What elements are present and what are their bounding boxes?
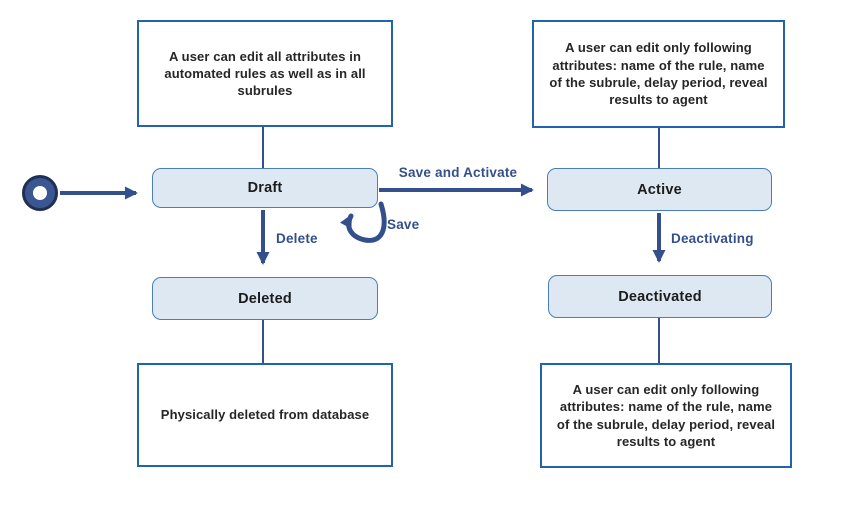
note-draft-edit-rights: A user can edit all attributes in automa… (137, 20, 393, 127)
note-deactivated-edit-rights: A user can edit only following attribute… (540, 363, 792, 468)
state-deleted: Deleted (152, 277, 378, 320)
transition-label-save-and-activate: Save and Activate (398, 165, 518, 180)
state-draft: Draft (152, 168, 378, 208)
note-deleted-description-text: Physically deleted from database (160, 407, 370, 423)
note-active-edit-rights-text: A user can edit only following attribute… (549, 40, 768, 108)
transition-label-deactivating: Deactivating (671, 231, 754, 246)
self-loop-arrow-save (340, 201, 387, 243)
transition-label-save: Save (387, 217, 420, 232)
note-active-edit-rights: A user can edit only following attribute… (532, 20, 785, 128)
state-deactivated-label: Deactivated (618, 288, 702, 305)
state-draft-label: Draft (247, 180, 283, 196)
state-deleted-label: Deleted (238, 290, 292, 307)
transition-label-delete: Delete (276, 231, 318, 246)
start-node-hole (33, 186, 47, 200)
state-active: Active (547, 168, 772, 211)
note-deleted-description: Physically deleted from database (137, 363, 393, 467)
state-deactivated: Deactivated (548, 275, 772, 318)
note-draft-edit-rights-text: A user can edit all attributes in automa… (164, 48, 366, 99)
state-active-label: Active (637, 181, 682, 198)
note-deactivated-edit-rights-text: A user can edit only following attribute… (556, 381, 776, 449)
